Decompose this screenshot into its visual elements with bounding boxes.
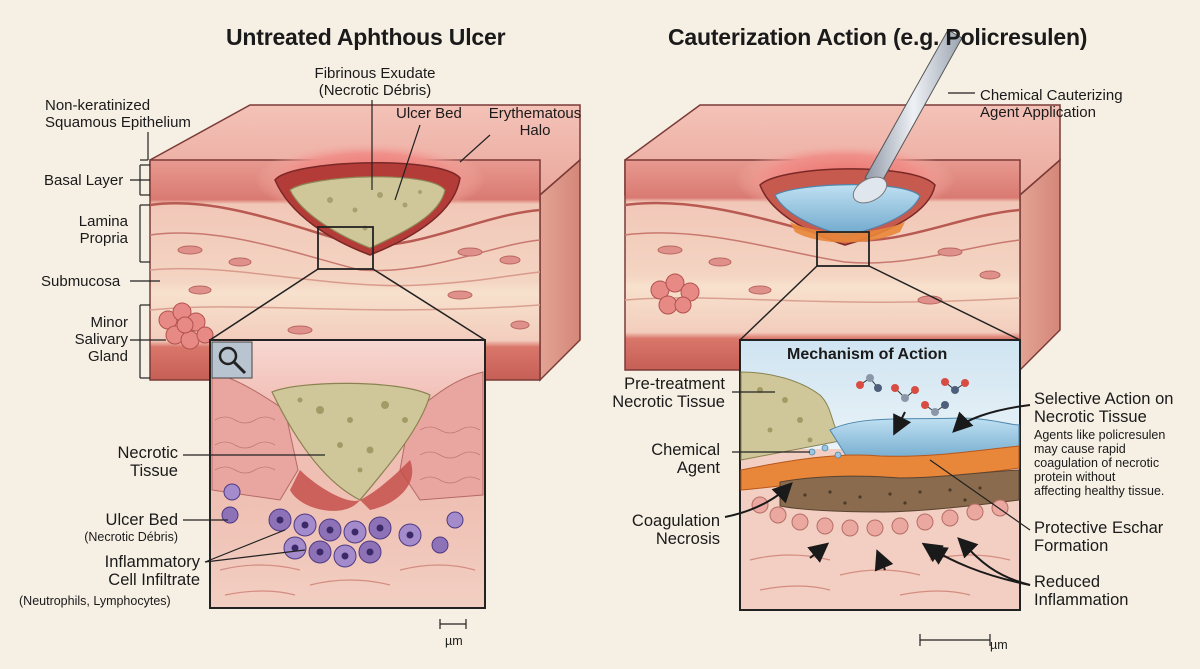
magnifier-icon [211,341,253,379]
left-scale-unit: µm [445,634,463,648]
left-zoom-panel [209,339,486,609]
label-submucosa: Submucosa [41,273,121,290]
right-panel-title: Cauterization Action (e.g. Policresulen) [668,24,1088,50]
left-leader-lines [130,100,491,629]
right-scale-unit: µm [990,638,1008,652]
right-leader-lines [732,92,1031,646]
left-tissue-block [149,104,581,382]
label-ulcer-bed-zoom: Ulcer Bed [105,511,178,529]
label-ulcer-bed-zoom-sub: (Necrotic Débris) [84,530,178,544]
label-basal-layer: Basal Layer [44,172,124,189]
right-tissue-block [624,29,1061,372]
label-ulcer-bed-top: Ulcer Bed [396,105,462,122]
right-callout-arrows [724,404,1031,586]
applicator-icon [852,29,963,204]
mechanism-panel [739,339,1021,611]
left-panel-title: Untreated Aphthous Ulcer [226,24,506,50]
mechanism-title: Mechanism of Action [787,346,948,363]
label-fibrinous-exudate: Fibrinous Exudate(Necrotic Débris) [314,65,436,99]
label-inflammatory-sub: (Neutrophils, Lymphocytes) [19,594,171,608]
